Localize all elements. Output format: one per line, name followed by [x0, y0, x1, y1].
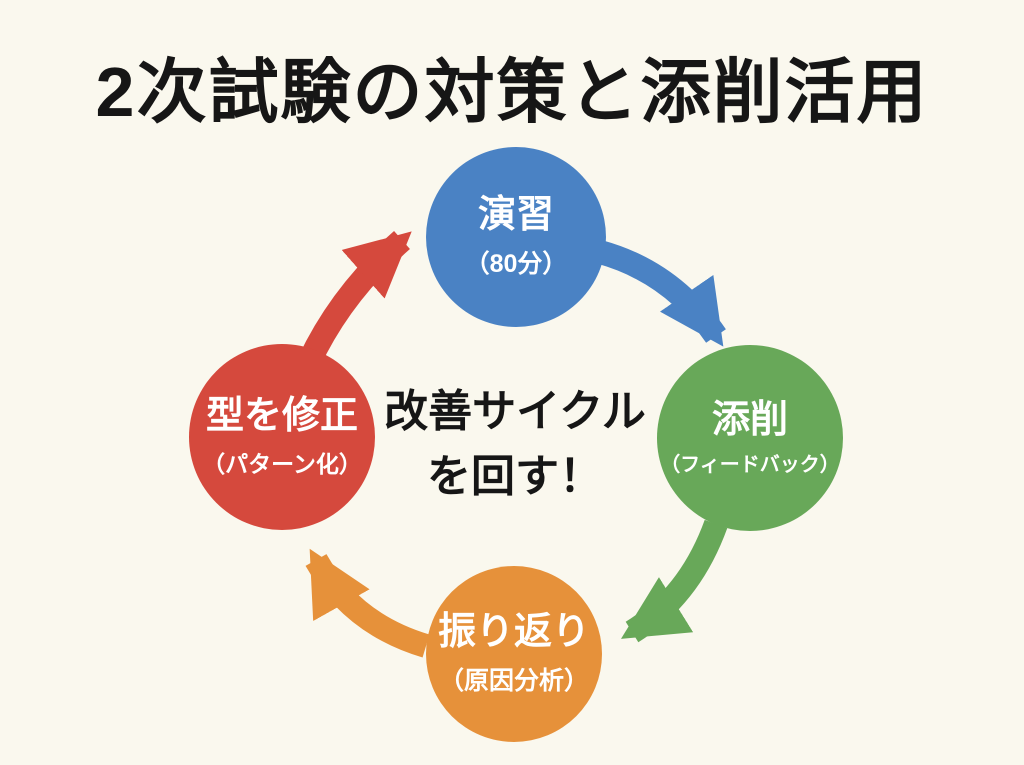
node-fix-form-label: 型を修正 — [205, 395, 358, 438]
node-practice-sublabel: （80分） — [464, 249, 568, 278]
arrow-correction-to-review — [620, 519, 728, 643]
center-caption: 改善サイクル を回す！ — [335, 386, 695, 504]
node-correction-label: 添削 — [711, 398, 788, 441]
node-fix-form-sublabel: （パターン化） — [202, 450, 362, 477]
node-correction: 添削 （フィードバック） — [657, 345, 843, 531]
node-correction-sublabel: （フィードバック） — [660, 454, 840, 477]
center-caption-line1: 改善サイクル — [384, 387, 646, 436]
center-caption-line2: を回す！ — [427, 451, 603, 501]
arrow-practice-to-correction — [596, 240, 726, 347]
arrow-review-to-fix — [305, 548, 430, 658]
node-review-sublabel: （原因分析） — [438, 666, 589, 695]
node-review-label: 振り返り — [437, 611, 590, 654]
node-fix-form: 型を修正 （パターン化） — [189, 344, 375, 530]
node-review: 振り返り （原因分析） — [426, 566, 602, 742]
page-title: 2次試験の対策と添削活用 — [95, 53, 929, 131]
node-practice-label: 演習 — [477, 194, 554, 237]
node-practice: 演習 （80分） — [426, 147, 606, 327]
